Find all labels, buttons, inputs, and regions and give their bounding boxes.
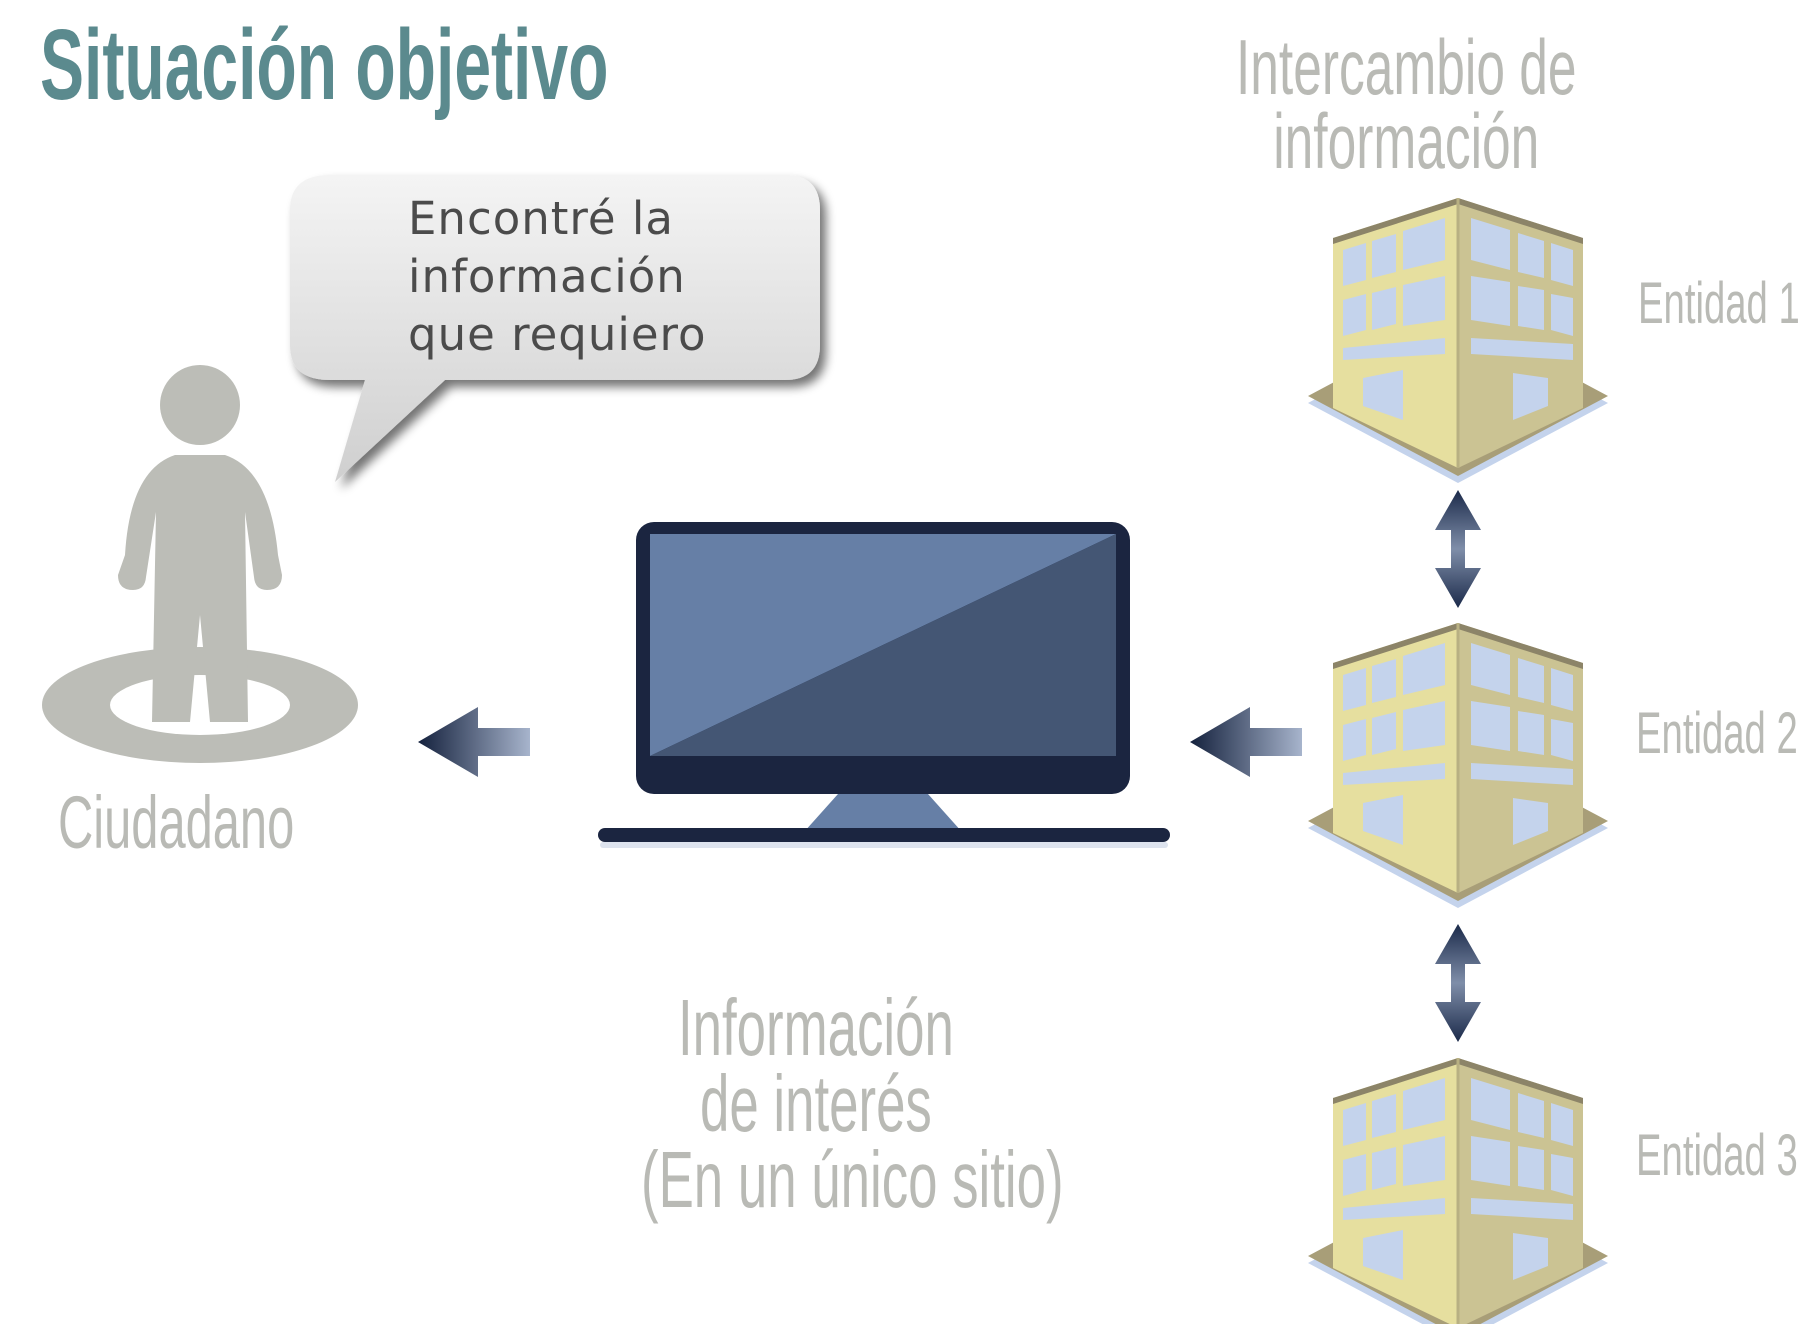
entity-1-label: Entidad 1	[1638, 271, 1800, 336]
entity-3-label: Entidad 3	[1636, 1123, 1798, 1188]
bubble-line3: que requiero	[408, 308, 707, 361]
exchange-arrow-1-2-icon	[1435, 490, 1481, 608]
exchange-label-line1: Intercambio de	[1236, 23, 1577, 111]
page-title: Situación objetivo	[40, 9, 609, 121]
entity-2-label: Entidad 2	[1636, 701, 1798, 766]
exchange-label-line2: información	[1273, 97, 1540, 185]
info-label: Información de interés (En un único siti…	[641, 983, 1064, 1224]
speech-bubble	[290, 175, 820, 482]
arrow-to-monitor-icon	[1190, 707, 1302, 777]
monitor-icon	[598, 522, 1170, 848]
bubble-line1: Encontré la	[408, 192, 674, 245]
bubble-line2: información	[408, 250, 686, 303]
citizen-person-icon	[42, 365, 358, 763]
exchange-arrow-2-3-icon	[1435, 924, 1481, 1042]
entity-3-building-icon	[1306, 1056, 1610, 1324]
info-line3: (En un único sitio)	[641, 1135, 1064, 1224]
info-line1: Información	[677, 983, 954, 1072]
entity-2-building-icon	[1306, 621, 1610, 910]
entity-1-building-icon	[1306, 196, 1610, 485]
arrow-to-citizen-icon	[418, 707, 530, 777]
citizen-label: Ciudadano	[58, 781, 295, 864]
exchange-label: Intercambio de información	[1236, 23, 1577, 185]
info-line2: de interés	[699, 1059, 932, 1148]
speech-bubble-text: Encontré la información que requiero	[408, 190, 707, 364]
